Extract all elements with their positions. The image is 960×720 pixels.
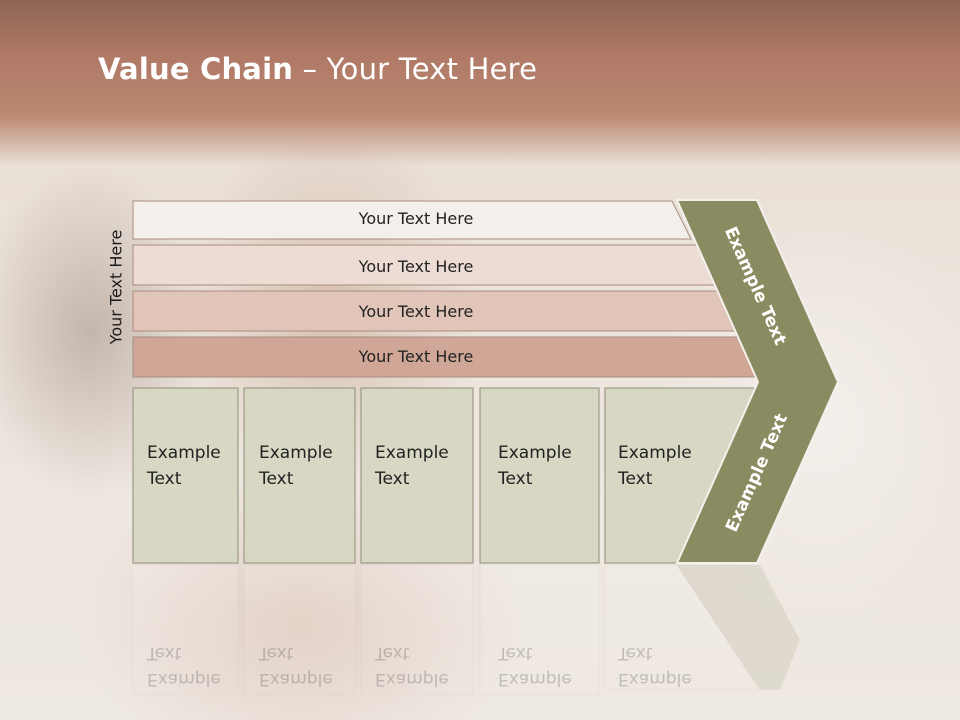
box-label-3-line2: Text <box>375 469 410 489</box>
box-label-2-line1: Example <box>259 443 333 463</box>
box-reflection-1-line2: Text <box>147 643 182 663</box>
box-label-1-line2: Text <box>147 469 182 489</box>
box-reflection-4-line2: Text <box>498 643 533 663</box>
box-reflection-3: Example Text <box>375 640 449 692</box>
box-shape-3 <box>360 387 474 564</box>
box-reflection-1-line1: Example <box>147 669 221 689</box>
title-bold: Value Chain <box>98 52 294 86</box>
box-reflection-4-line1: Example <box>498 669 572 689</box>
row-label-2: Your Text Here <box>358 257 474 276</box>
box-reflection-5: Example Text <box>618 640 692 692</box>
chevron-arrow <box>675 199 840 564</box>
row-shape-1 <box>132 200 692 240</box>
box-shape-2 <box>243 387 356 564</box>
box-label-1-line1: Example <box>147 443 221 463</box>
box-label-5-line1: Example <box>618 443 692 463</box>
box-reflection-2-line2: Text <box>259 643 294 663</box>
box-reflection-3-line2: Text <box>375 643 410 663</box>
box-label-5-line2: Text <box>618 469 653 489</box>
box-label-3-line1: Example <box>375 443 449 463</box>
reflection <box>132 564 800 696</box>
box-reflection-1: Example Text <box>147 640 221 692</box>
row-label-3: Your Text Here <box>358 302 474 321</box>
title-rest: – Your Text Here <box>293 52 538 86</box>
row-label-4: Your Text Here <box>358 347 474 366</box>
box-reflection-2: Example Text <box>259 640 333 692</box>
box-label-4-line2: Text <box>498 469 533 489</box>
row-label-1: Your Text Here <box>358 209 474 228</box>
box-label-4-line1: Example <box>498 443 572 463</box>
page-title: Value Chain – Your Text Here <box>98 52 537 86</box>
box-shape-4 <box>479 387 600 564</box>
box-reflection-2-line1: Example <box>259 669 333 689</box>
box-reflection-4: Example Text <box>498 640 572 692</box>
box-label-2-line2: Text <box>259 469 294 489</box>
header-band <box>0 0 960 165</box>
box-shape-1 <box>132 387 239 564</box>
box-reflection-5-line1: Example <box>618 669 692 689</box>
box-reflection-5-line2: Text <box>618 643 653 663</box>
box-reflection-3-line1: Example <box>375 669 449 689</box>
